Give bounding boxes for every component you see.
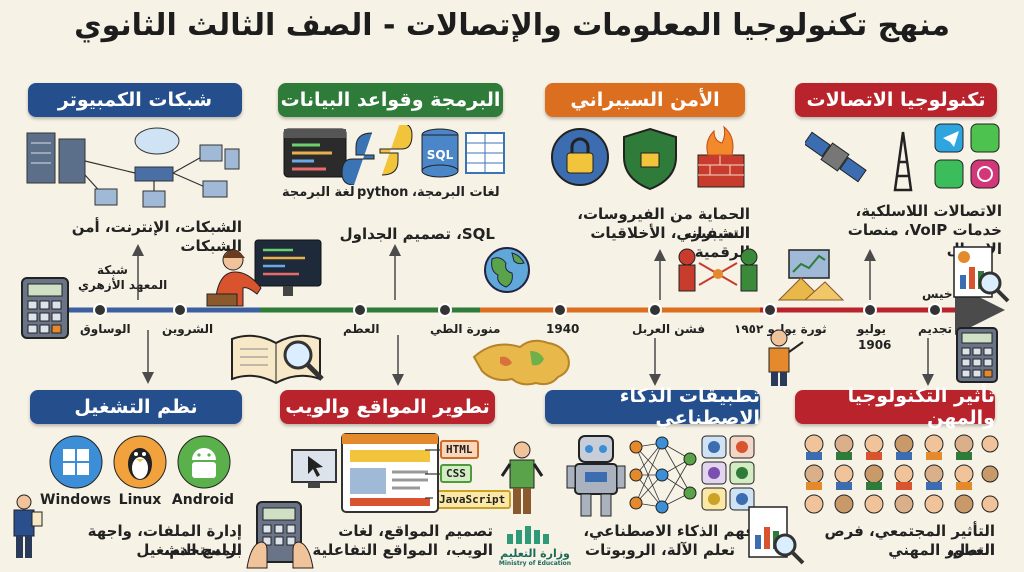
- banner-programming: البرمجة وقواعد البيانات: [278, 83, 503, 117]
- tl-label-1940: 1940: [546, 322, 580, 336]
- tl-label-wasawq: الوساوق: [80, 322, 131, 336]
- network-diagram-icon: [26, 127, 240, 208]
- web-desc-2: المواقع التفاعلية: [312, 541, 438, 559]
- os-windows-label: Windows: [40, 492, 112, 508]
- telecom-icons: [805, 123, 1000, 192]
- telecom-desc-1: الاتصالات اللاسلكية،: [855, 202, 1003, 220]
- tl-label-tajdeem: تجديم: [918, 322, 953, 336]
- css-tag: CSS: [440, 464, 472, 483]
- impact-desc-2: التطور المهني: [888, 541, 995, 559]
- tl-label-fashn: فشن العربل: [632, 322, 706, 336]
- ai-app-grid-icon: [701, 435, 755, 511]
- calculator-right-icon: [956, 327, 998, 383]
- robot-icon: [566, 435, 626, 517]
- arab-map-icon: [472, 339, 570, 386]
- banner-networks: شبكات الكمبيوتر: [28, 83, 242, 117]
- sql-db-label: SQL: [427, 148, 454, 162]
- impact-desc-1: التأثير المجتمعي، فرص العمل،: [824, 522, 995, 559]
- ministry-name: وزارة التعليم Ministry of Education: [498, 547, 572, 567]
- ai-desc-1: فهم الذكاء الاصطناعي،: [583, 522, 755, 540]
- security-icons: [551, 125, 745, 191]
- report-analysis-icon: [748, 506, 805, 565]
- javascript-tag: JavaScript: [433, 490, 512, 509]
- tl-label-sherwin: الشروين: [162, 322, 214, 336]
- windows-logo-icon: [49, 435, 103, 489]
- man-clipboard-icon: [13, 494, 43, 558]
- html-tag: HTML: [440, 440, 479, 459]
- hackers-icon: [678, 248, 758, 292]
- neural-network-icon: [629, 436, 697, 514]
- page-title: منهج تكنولوجيا المعلومات والإتصالات - ال…: [74, 8, 950, 43]
- programming-desc: SQL، تصميم الجداول: [339, 225, 495, 243]
- security-desc-1: الحماية من الفيروسات، التشفير،: [577, 205, 750, 242]
- tl-label-azhar: المعهد الأزهري: [78, 278, 168, 292]
- globe-icon: [484, 247, 530, 293]
- banner-os: نظم التشغيل: [30, 390, 242, 424]
- teacher-icon: [768, 329, 804, 386]
- banner-impact: تأثير التكنولوجيا والمهن: [795, 385, 995, 429]
- banner-web: تطوير المواقع والويب: [280, 390, 495, 424]
- linux-logo-icon: [113, 435, 167, 489]
- prog-item-langs: لغات البرمجة،: [412, 185, 500, 200]
- webpage-mockup-icon: [341, 433, 439, 513]
- dashboard-icon: [777, 249, 845, 301]
- banner-telecom: تكنولوجيا الاتصالات: [795, 83, 997, 117]
- os-android-label: Android: [171, 492, 235, 508]
- tl-label-july: يوليو: [857, 322, 886, 336]
- prog-item-lang: لغة البرمجة: [282, 185, 355, 200]
- ministry-logo-icon: [507, 526, 549, 544]
- student-standing-icon: [500, 441, 544, 514]
- tl-label-1906: 1906: [858, 338, 892, 352]
- os-desc-1: إدارة الملفات، واجهة المستخدم،: [87, 522, 242, 559]
- programming-icons: SQL: [283, 125, 505, 185]
- tl-label-khees: خيس: [922, 287, 953, 301]
- android-logo-icon: [177, 435, 231, 489]
- banner-security: الأمن السيبراني: [545, 83, 745, 117]
- cursor-monitor-icon: [291, 449, 337, 488]
- professions-grid-icon: [804, 434, 999, 514]
- developer-desk-icon: [206, 239, 322, 307]
- tl-label-menora: منورة الطي: [430, 322, 501, 336]
- report-magnifier-icon: [953, 246, 1010, 303]
- os-desc-2: برامج التشغيل: [136, 541, 242, 559]
- calculator-icon: [21, 277, 69, 339]
- security-desc-2: السيبراني، الأخلاقيات الرقمية: [590, 224, 750, 261]
- tl-label-atm: العطم: [343, 322, 380, 336]
- networks-desc: الشبكات، الإنترنت، أمن الشبكات: [71, 218, 242, 255]
- tl-label-network: شبكة: [97, 263, 128, 277]
- hands-calculator-icon: [246, 501, 314, 569]
- ai-desc-2: تعلم الآلة، الروبوتات: [585, 541, 735, 559]
- banner-ai: تطبيقات الذكاء الاصطناعي: [545, 385, 760, 429]
- web-connector-lines: [425, 449, 440, 499]
- prog-item-python: python: [357, 185, 409, 200]
- book-magnifier-icon: [231, 334, 324, 385]
- web-desc-1: تصميم المواقع، لغات الويب،: [338, 522, 493, 559]
- os-linux-label: Linux: [118, 492, 162, 508]
